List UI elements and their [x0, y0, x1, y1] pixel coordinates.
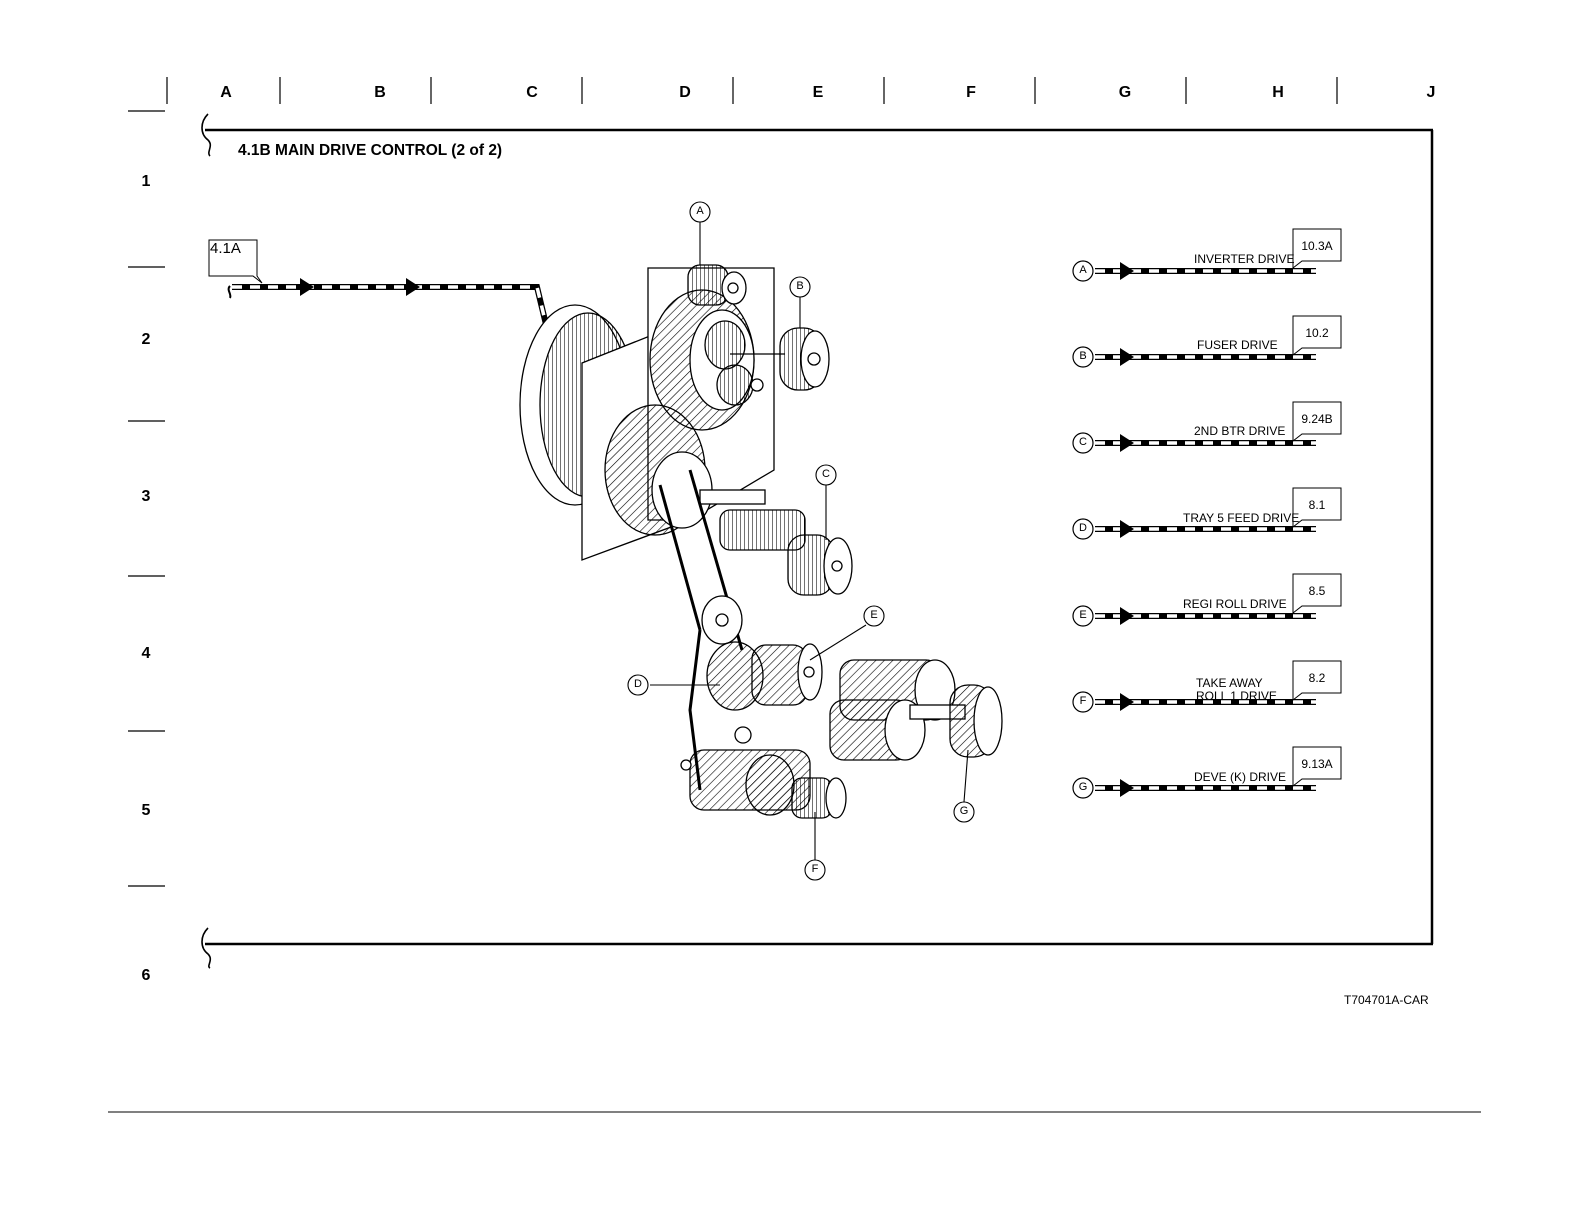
row-label-4: 4	[136, 645, 156, 663]
drive-letter-f: F	[1073, 695, 1093, 707]
input-reference-label[interactable]: 4.1A	[210, 240, 241, 257]
row-label-6: 6	[136, 967, 156, 985]
drive-letter-d: D	[1073, 522, 1093, 534]
diagram-title: 4.1B MAIN DRIVE CONTROL (2 of 2)	[238, 142, 502, 160]
drive-label-a: INVERTER DRIVE	[1194, 253, 1294, 266]
drive-ref-g[interactable]: 9.13A	[1294, 757, 1340, 771]
drive-letter-e: E	[1073, 609, 1093, 621]
column-label-e: E	[798, 84, 838, 102]
drive-label-g: DEVE (K) DRIVE	[1194, 771, 1286, 784]
drive-label-b: FUSER DRIVE	[1197, 339, 1278, 352]
drive-ref-c[interactable]: 9.24B	[1294, 412, 1340, 426]
drive-letter-g: G	[1073, 781, 1093, 793]
drive-letter-b: B	[1073, 350, 1093, 362]
drive-ref-f[interactable]: 8.2	[1294, 671, 1340, 685]
illustration-letter-e: E	[864, 609, 884, 621]
drive-label-c: 2ND BTR DRIVE	[1194, 425, 1285, 438]
column-label-j: J	[1411, 84, 1451, 102]
drive-label-e: REGI ROLL DRIVE	[1183, 598, 1287, 611]
drive-ref-d[interactable]: 8.1	[1294, 498, 1340, 512]
row-label-1: 1	[136, 173, 156, 191]
drive-letter-a: A	[1073, 264, 1093, 276]
drive-letter-c: C	[1073, 436, 1093, 448]
drive-label-d: TRAY 5 FEED DRIVE	[1183, 512, 1299, 525]
illustration-letter-a: A	[690, 205, 710, 217]
column-label-d: D	[665, 84, 705, 102]
row-label-2: 2	[136, 331, 156, 349]
column-label-a: A	[206, 84, 246, 102]
column-separators	[167, 77, 1337, 104]
column-label-f: F	[951, 84, 991, 102]
drive-mechanism-illustration	[520, 265, 1002, 818]
input-drive-path	[229, 278, 568, 416]
illustration-letter-b: B	[790, 280, 810, 292]
illustration-letter-d: D	[628, 678, 648, 690]
illustration-letter-c: C	[816, 468, 836, 480]
illustration-letter-f: F	[805, 863, 825, 875]
column-label-b: B	[360, 84, 400, 102]
drive-label-f: TAKE AWAY ROLL 1 DRIVE	[1196, 677, 1277, 703]
drive-ref-b[interactable]: 10.2	[1294, 326, 1340, 340]
illustration-letter-g: G	[954, 805, 974, 817]
column-label-h: H	[1258, 84, 1298, 102]
column-label-g: G	[1105, 84, 1145, 102]
drive-ref-e[interactable]: 8.5	[1294, 584, 1340, 598]
figure-id: T704701A-CAR	[1344, 993, 1429, 1007]
row-label-5: 5	[136, 802, 156, 820]
drive-ref-a[interactable]: 10.3A	[1294, 239, 1340, 253]
column-label-c: C	[512, 84, 552, 102]
row-label-3: 3	[136, 488, 156, 506]
